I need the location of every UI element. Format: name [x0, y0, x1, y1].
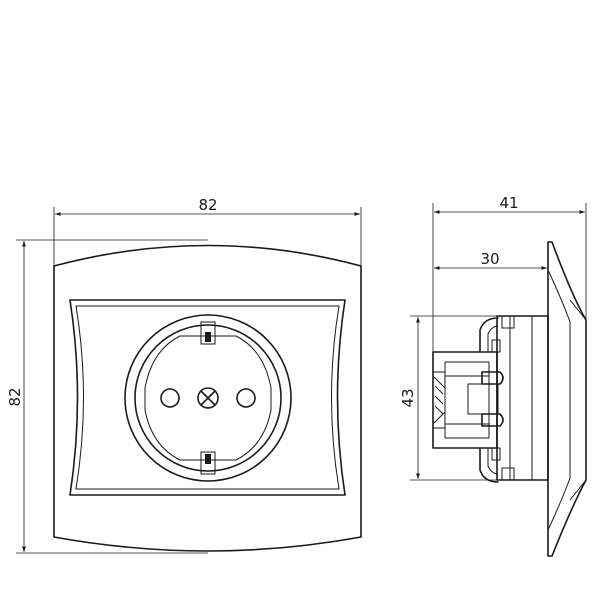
earth-clip-bottom-inner — [205, 454, 211, 464]
claw-pad-top — [491, 339, 501, 353]
socket-outer-ring — [124, 314, 292, 482]
screw-icon — [197, 387, 219, 409]
front-view: 82 82 — [6, 196, 362, 554]
claw-pad-bottom — [491, 447, 501, 461]
body-tab-bottom — [501, 467, 515, 481]
socket-inner-ring — [134, 324, 282, 472]
terminal-block — [432, 351, 498, 449]
terminal-screw-shaft — [467, 383, 499, 415]
terminal-hatch — [434, 385, 444, 415]
depth-total-label: 41 — [499, 194, 518, 212]
screw-slot — [200, 390, 216, 406]
terminal-wedge — [432, 374, 446, 426]
terminal-screw-bottom — [481, 413, 504, 427]
cover-step-top — [569, 299, 587, 321]
outer-frame — [53, 244, 362, 552]
front-width-label: 82 — [198, 196, 217, 214]
terminal-screw-top — [481, 371, 504, 385]
cover-profile-inner — [547, 269, 571, 531]
pin-hole-left — [160, 388, 180, 408]
earth-clip-top-inner — [205, 332, 211, 342]
claw-top-inner — [487, 325, 499, 352]
body-height-label: 43 — [399, 388, 417, 407]
earth-clip-top — [200, 321, 216, 345]
body-housing — [496, 315, 549, 481]
socket-recess — [144, 335, 272, 461]
claw-bottom-inner — [487, 448, 499, 475]
inner-plate-outer — [69, 299, 346, 496]
inner-plate-inner — [75, 305, 340, 490]
body-tab-top — [501, 315, 515, 329]
earth-clip-bottom — [200, 451, 216, 475]
claw-top — [479, 317, 499, 353]
depth-body-label: 30 — [480, 250, 499, 268]
front-height-label: 82 — [6, 387, 24, 406]
claw-bottom — [479, 447, 499, 483]
cover-step-bottom — [569, 479, 587, 501]
pin-hole-right — [236, 388, 256, 408]
side-view: 41 30 43 — [399, 194, 587, 557]
socket-outlet — [124, 314, 292, 482]
cover-profile — [547, 241, 587, 557]
